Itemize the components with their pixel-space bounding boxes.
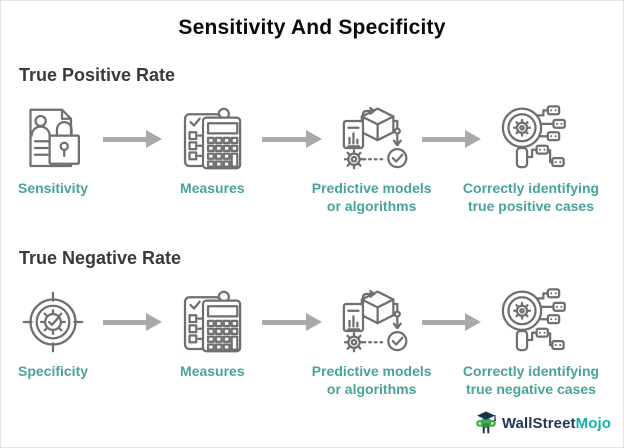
arrow-head-icon [464,130,481,148]
step-label: Correctly identifying true negative case… [462,363,600,397]
step-identify-true-negative: Correctly identifying true negative case… [463,286,599,397]
flow-arrow [412,286,491,358]
step-identify-true-positive: Correctly identifying true positive case… [463,103,599,214]
arrow-head-icon [464,313,481,331]
step-label: Correctly identifying true positive case… [462,180,600,214]
section-heading-true-positive-rate: True Positive Rate [19,65,176,85]
step-label: Specificity [17,363,89,379]
arrow-head-icon [146,313,163,331]
step-specificity: Specificity [13,286,93,379]
calculator-icon [184,107,242,170]
predictive-model-icon [342,106,408,170]
step-measures: Measures [172,286,252,379]
step-label: Measures [180,180,245,196]
step-sensitivity: Sensitivity [13,103,93,196]
calculator-icon [184,290,242,353]
privacy-document-icon [29,108,80,168]
arrow-head-icon [305,130,322,148]
step-label: Sensitivity [17,180,89,196]
section-heading-true-negative-rate: True Negative Rate [19,248,182,268]
flow-arrow [93,103,172,175]
step-measures: Measures [172,103,252,196]
flow-arrow [252,286,331,358]
search-network-icon [501,288,566,352]
step-label: Predictive models or algorithms [311,180,432,214]
target-icon [22,291,84,353]
step-predictive-models: Predictive models or algorithms [312,286,432,397]
flow-row-true-positive: Sensitivity Measures Predictive models o… [1,103,623,221]
flow-arrow [93,286,172,358]
step-label: Predictive models or algorithms [311,363,432,397]
step-label: Measures [180,363,245,379]
logo-wordmark: WallStreetMojo [501,415,611,432]
step-predictive-models: Predictive models or algorithms [312,103,432,214]
flow-row-true-negative: Specificity Measures Predictive models o… [1,286,623,404]
wallstreetmojo-logo: WallStreetMojo [474,410,611,437]
arrow-head-icon [146,130,163,148]
wallstreetmojo-mascot-icon [475,411,496,434]
flow-arrow [252,103,331,175]
page-title: Sensitivity And Specificity [178,16,446,39]
flow-arrow [412,103,491,175]
arrow-head-icon [305,313,322,331]
predictive-model-icon [342,289,408,353]
search-network-icon [501,105,566,169]
